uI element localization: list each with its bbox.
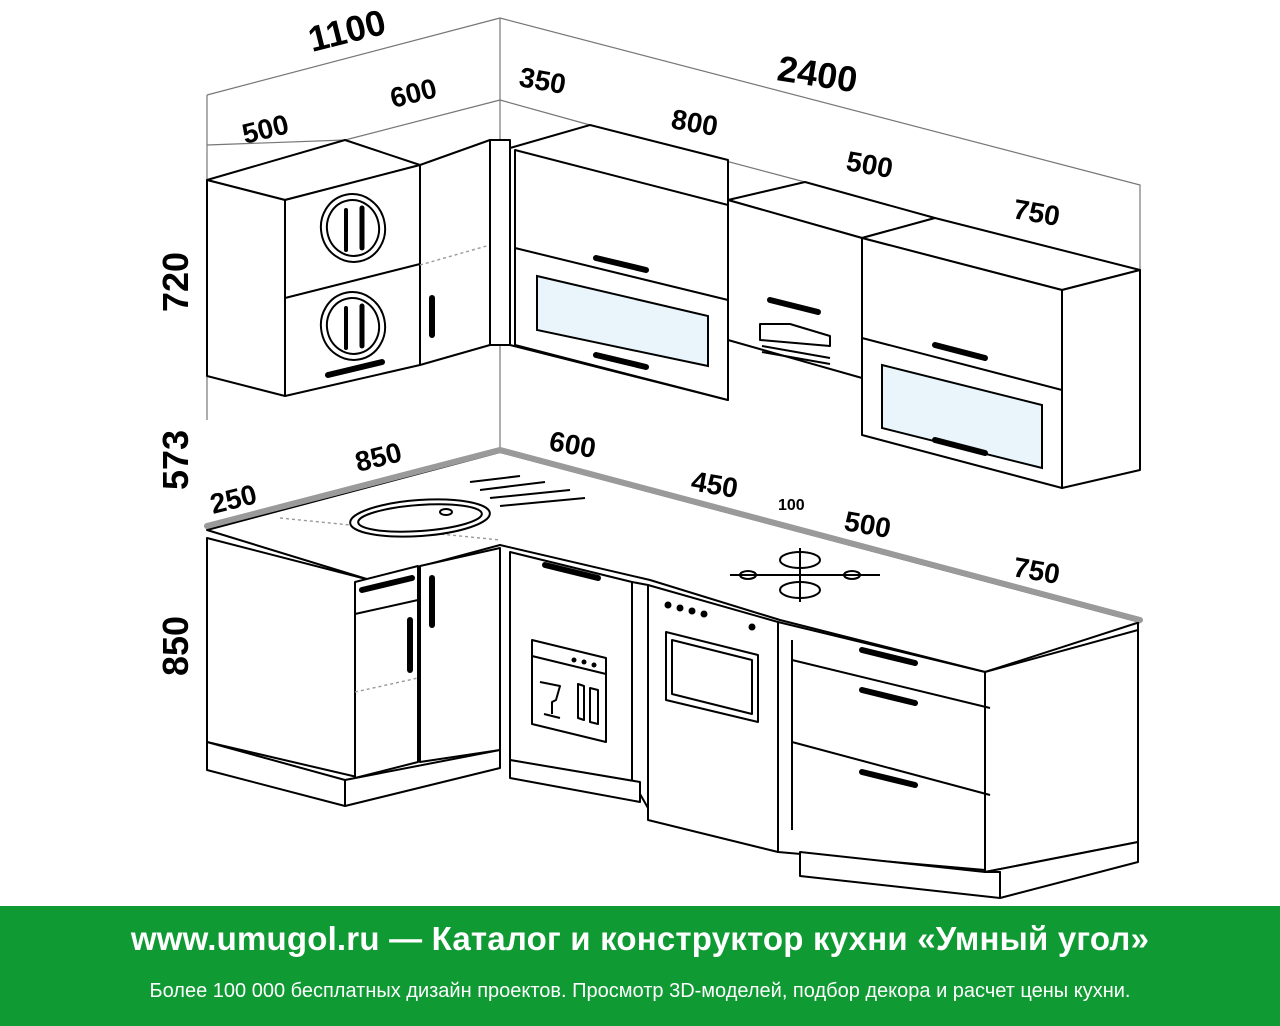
upper-right-cabinets [509, 124, 1141, 489]
dim-height-base: 850 [155, 616, 196, 676]
dim-height-upper: 720 [155, 252, 196, 312]
kitchen-drawing: 1100 2400 500 600 350 800 500 750 720 57… [155, 1, 1143, 899]
footer-title[interactable]: www.umugol.ru — Каталог и конструктор ку… [130, 920, 1150, 957]
kitchen-diagram: 1100 2400 500 600 350 800 500 750 720 57… [155, 1, 1143, 899]
dim-upper-right-a: 350 [517, 61, 568, 100]
dim-counter-right-c: 100 [778, 497, 805, 514]
dim-counter-right-e: 750 [1011, 551, 1062, 590]
base-cabinets [206, 537, 1139, 899]
dim-upper-right-c: 500 [844, 145, 895, 184]
dim-upper-left-b: 600 [387, 72, 440, 113]
dim-counter-right-b: 450 [689, 465, 740, 504]
sink-icon [349, 475, 586, 538]
cutlery-icon [319, 291, 387, 361]
oven-icon [664, 601, 759, 723]
dishwasher-icon [531, 639, 607, 743]
upper-left-cabinets [206, 139, 511, 397]
dim-counter-right-a: 600 [547, 425, 598, 464]
hob-icon [730, 548, 880, 602]
glass-panel [881, 363, 1043, 470]
hood-icon [759, 323, 831, 365]
glass-panel [536, 274, 709, 368]
dim-counter-right-d: 500 [842, 505, 893, 544]
footer-subtitle: Более 100 000 бесплатных дизайн проектов… [149, 980, 1131, 1002]
dim-upper-right-b: 800 [669, 103, 720, 142]
countertop [204, 446, 1143, 673]
footer-banner: www.umugol.ru — Каталог и конструктор ку… [0, 906, 1280, 1026]
dim-upper-right-d: 750 [1011, 193, 1062, 232]
dim-counter-left-b: 850 [352, 436, 405, 477]
dim-height-gap: 573 [155, 430, 196, 490]
cutlery-icon [319, 193, 387, 263]
dim-upper-left-a: 500 [239, 108, 292, 149]
